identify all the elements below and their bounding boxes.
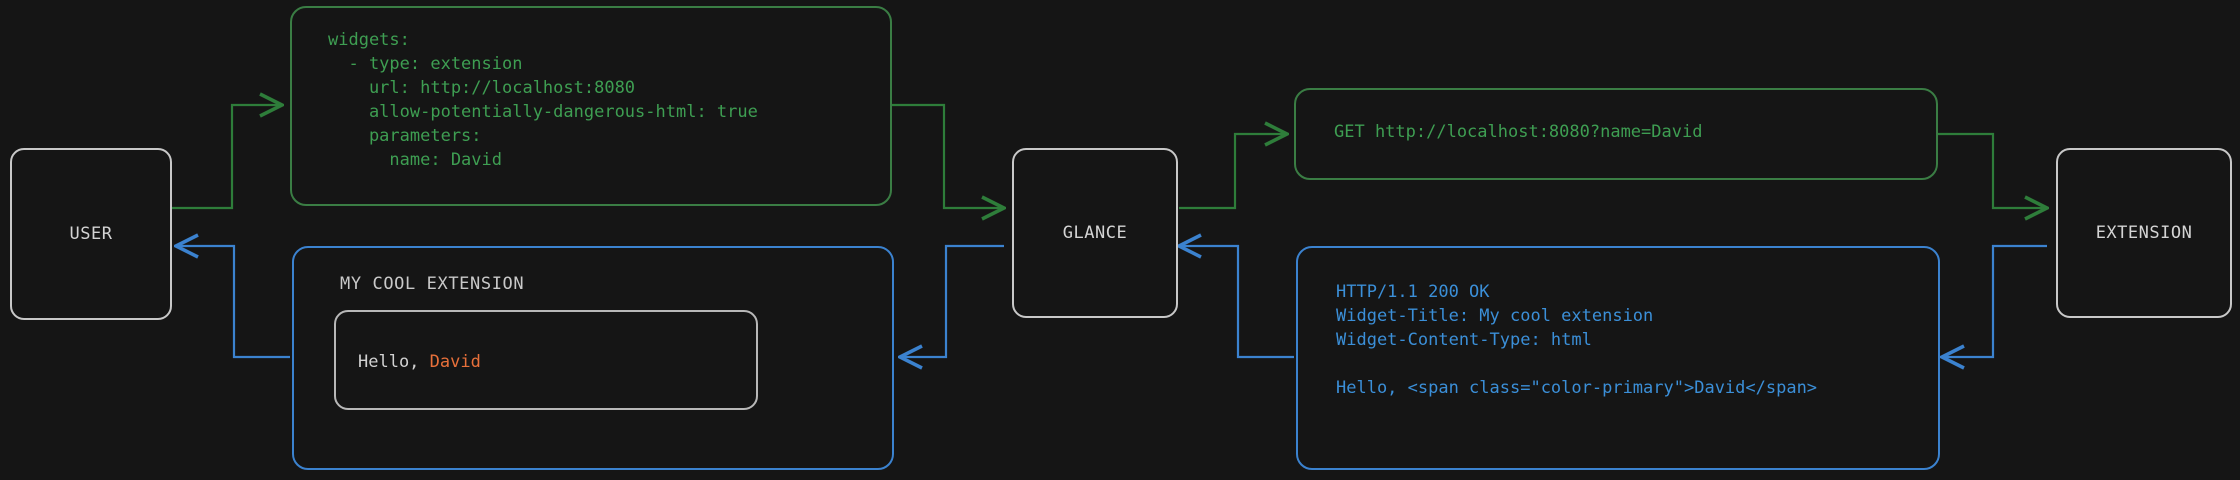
wire-request-to-extension [1937, 132, 2047, 208]
panel-http-response: HTTP/1.1 200 OK Widget-Title: My cool ex… [1296, 246, 1940, 470]
panel-http-request: GET http://localhost:8080?name=David [1294, 88, 1938, 180]
panel-rendered-widget: MY COOL EXTENSION Hello, David [292, 246, 894, 470]
node-extension[interactable]: EXTENSION [2056, 148, 2232, 318]
node-extension-label: EXTENSION [2095, 223, 2193, 243]
node-user[interactable]: USER [10, 148, 172, 320]
wire-extension-to-response [1942, 244, 2047, 357]
wire-glance-to-widget [900, 244, 1004, 357]
node-glance-label: GLANCE [1062, 223, 1128, 243]
greeting-name: David [429, 352, 481, 372]
rendered-widget-greeting: Hello, David [336, 312, 756, 372]
yaml-config-text: widgets: - type: extension url: http://l… [328, 30, 758, 170]
node-user-label: USER [69, 224, 113, 244]
panel-yaml-config: widgets: - type: extension url: http://l… [290, 6, 892, 206]
wire-yaml-to-glance [892, 103, 1004, 208]
rendered-widget-title: MY COOL EXTENSION [340, 274, 525, 294]
rendered-widget-body: Hello, David [334, 310, 758, 410]
wire-glance-to-request [1179, 134, 1287, 210]
wire-widget-to-user [176, 246, 290, 359]
node-glance[interactable]: GLANCE [1012, 148, 1178, 318]
http-request-text: GET http://localhost:8080?name=David [1334, 122, 1703, 142]
wire-response-to-glance [1179, 246, 1294, 359]
greeting-prefix: Hello, [358, 352, 430, 372]
http-response-text: HTTP/1.1 200 OK Widget-Title: My cool ex… [1336, 282, 1818, 398]
wire-user-to-yaml [172, 105, 282, 210]
